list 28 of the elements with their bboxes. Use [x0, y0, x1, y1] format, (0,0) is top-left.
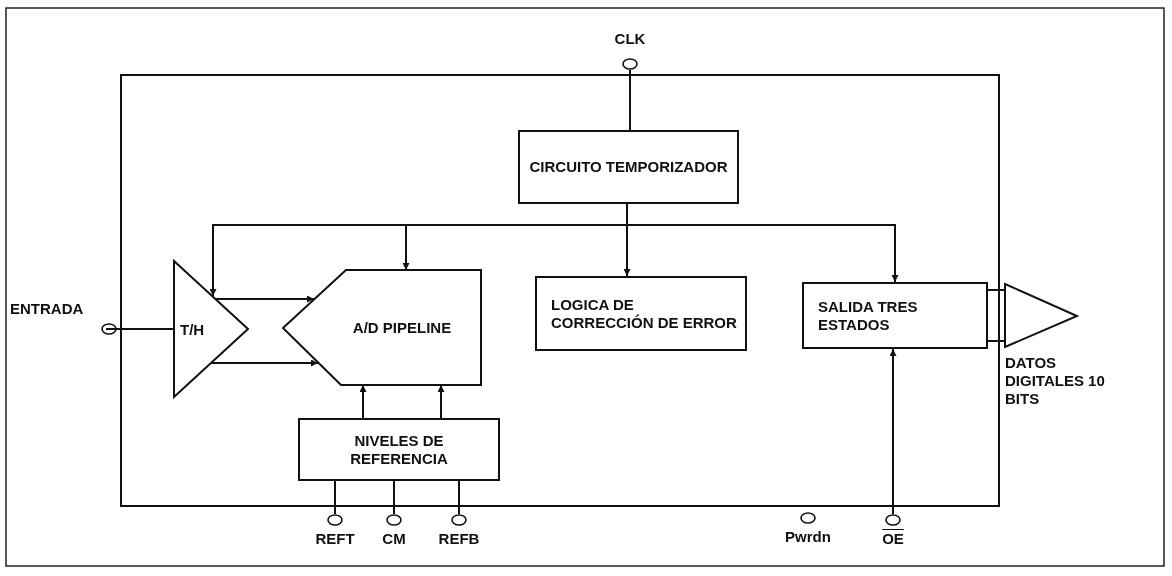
track-hold-amplifier: T/H: [174, 261, 248, 397]
pin-label: Pwrdn: [784, 528, 832, 545]
connector: [359, 384, 367, 419]
connector: [987, 289, 1006, 291]
pin-label: REFB: [437, 530, 481, 547]
connector: [210, 359, 319, 367]
block-box: NIVELES DE REFERENCIA: [298, 418, 500, 481]
connector: [987, 340, 1006, 342]
connector: [437, 384, 445, 419]
connector: [105, 328, 175, 330]
pin-label: CM: [381, 530, 407, 547]
pin-label: OE: [881, 530, 905, 547]
connector: [629, 69, 631, 131]
converter-block: A/D PIPELINE: [283, 270, 481, 385]
pin-label: ENTRADA: [10, 300, 84, 317]
connector: [214, 295, 315, 303]
connector: [889, 348, 897, 515]
block-box: SALIDA TRES ESTADOS: [802, 282, 988, 349]
pin-label: REFT: [314, 530, 356, 547]
connector: [458, 480, 460, 515]
connector: [393, 480, 395, 515]
block-box: CIRCUITO TEMPORIZADOR: [518, 130, 739, 204]
connector: [334, 480, 336, 515]
pin-label: CLK: [613, 30, 647, 47]
chip-outline: [120, 74, 1000, 507]
block-box: LOGICA DE CORRECCIÓN DE ERROR: [535, 276, 747, 351]
connector: [626, 203, 899, 283]
output-label: DATOS DIGITALES 10 BITS: [1005, 354, 1106, 408]
